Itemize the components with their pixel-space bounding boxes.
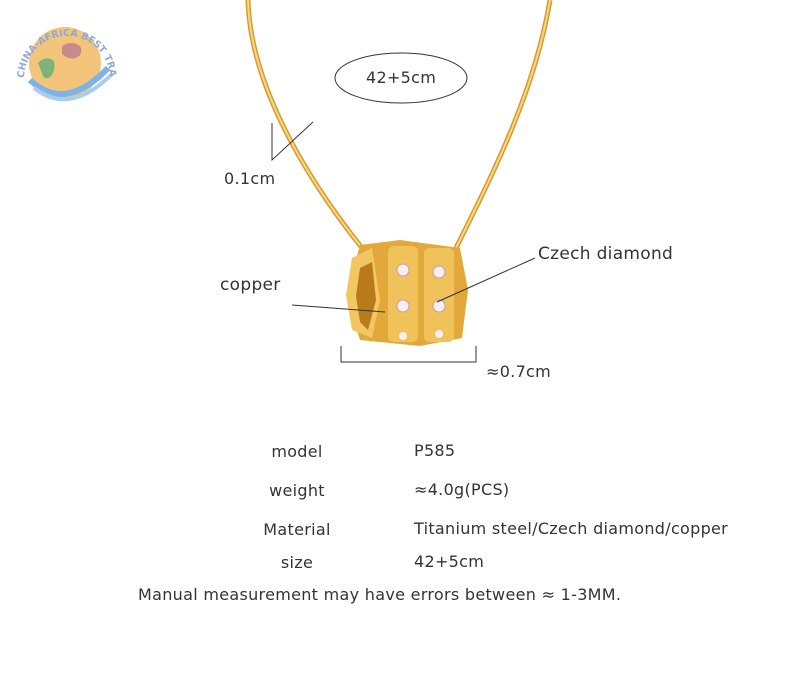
spec-value-size: 42+5cm [414, 552, 485, 571]
spec-label-size: size [280, 553, 314, 572]
thickness-marker [271, 121, 314, 162]
pendant [346, 240, 468, 346]
spec-value-weight: ≈4.0g(PCS) [414, 480, 510, 499]
spec-label-weight: weight [269, 481, 325, 500]
copper-leader [291, 304, 386, 313]
brand-logo: CHINA-AFRICA BEST TRADING PLATFORM [10, 8, 118, 102]
chain-left-highlight [247, 0, 363, 249]
chain-left [245, 0, 364, 250]
spec-label-model: model [271, 442, 323, 461]
thickness-label: 0.1cm [224, 169, 276, 188]
body-label: copper [220, 275, 281, 295]
length-label: 42+5cm [366, 68, 437, 87]
spec-value-model: P585 [414, 441, 456, 460]
stone-label: Czech diamond [538, 244, 674, 264]
length-ellipse [334, 52, 468, 104]
spec-label-material: Material [263, 520, 331, 539]
chain-right [452, 0, 553, 252]
width-bracket [340, 346, 477, 363]
spec-value-material: Titanium steel/Czech diamond/copper [414, 519, 729, 538]
chain-right-highlight [454, 0, 551, 251]
width-label: ≈0.7cm [486, 362, 552, 381]
diamond-leader [436, 257, 536, 303]
measurement-note: Manual measurement may have errors betwe… [138, 585, 622, 604]
